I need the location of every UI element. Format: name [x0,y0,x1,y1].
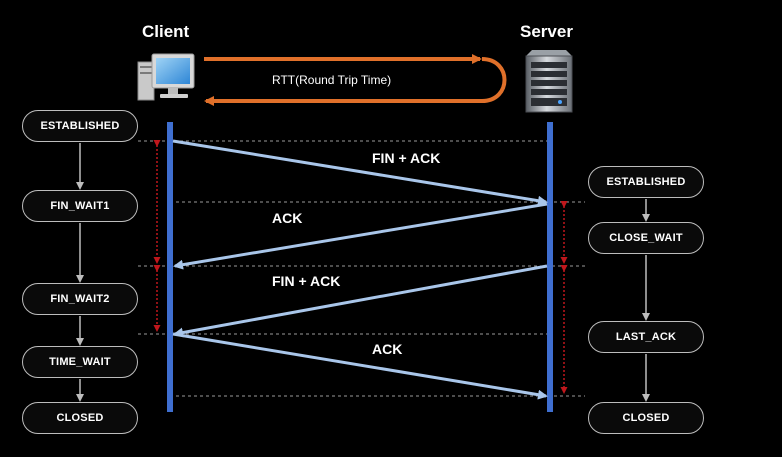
client-state-fin-wait2: FIN_WAIT2 [22,283,138,315]
guide-lines [138,140,585,397]
message-label-fin-ack-2: FIN + ACK [272,273,341,289]
desktop-computer-icon [137,53,195,101]
message-arrow-ack-1 [173,202,548,270]
client-state-closed: CLOSED [22,402,138,434]
message-label-ack-1: ACK [272,210,303,226]
message-arrow-fin-ack-1 [172,139,548,206]
server-state-established: ESTABLISHED [588,166,704,198]
client-title: Client [142,22,190,41]
client-state-time-wait: TIME_WAIT [22,346,138,378]
server-tower-icon [525,50,573,113]
server-state-closed: CLOSED [588,402,704,434]
client-state-established: ESTABLISHED [22,110,138,142]
message-arrow-ack-2 [172,332,548,400]
message-label-ack-2: ACK [372,341,403,357]
rtt-label: RTT(Round Trip Time) [272,73,392,87]
server-state-close-wait: CLOSE_WAIT [588,222,704,254]
rtt-loop-arrow [204,54,507,106]
server-state-last-ack: LAST_ACK [588,321,704,353]
message-label-fin-ack-1: FIN + ACK [372,150,441,166]
client-state-fin-wait1: FIN_WAIT1 [22,190,138,222]
message-arrow-fin-ack-2 [173,264,548,338]
server-title: Server [520,22,573,41]
